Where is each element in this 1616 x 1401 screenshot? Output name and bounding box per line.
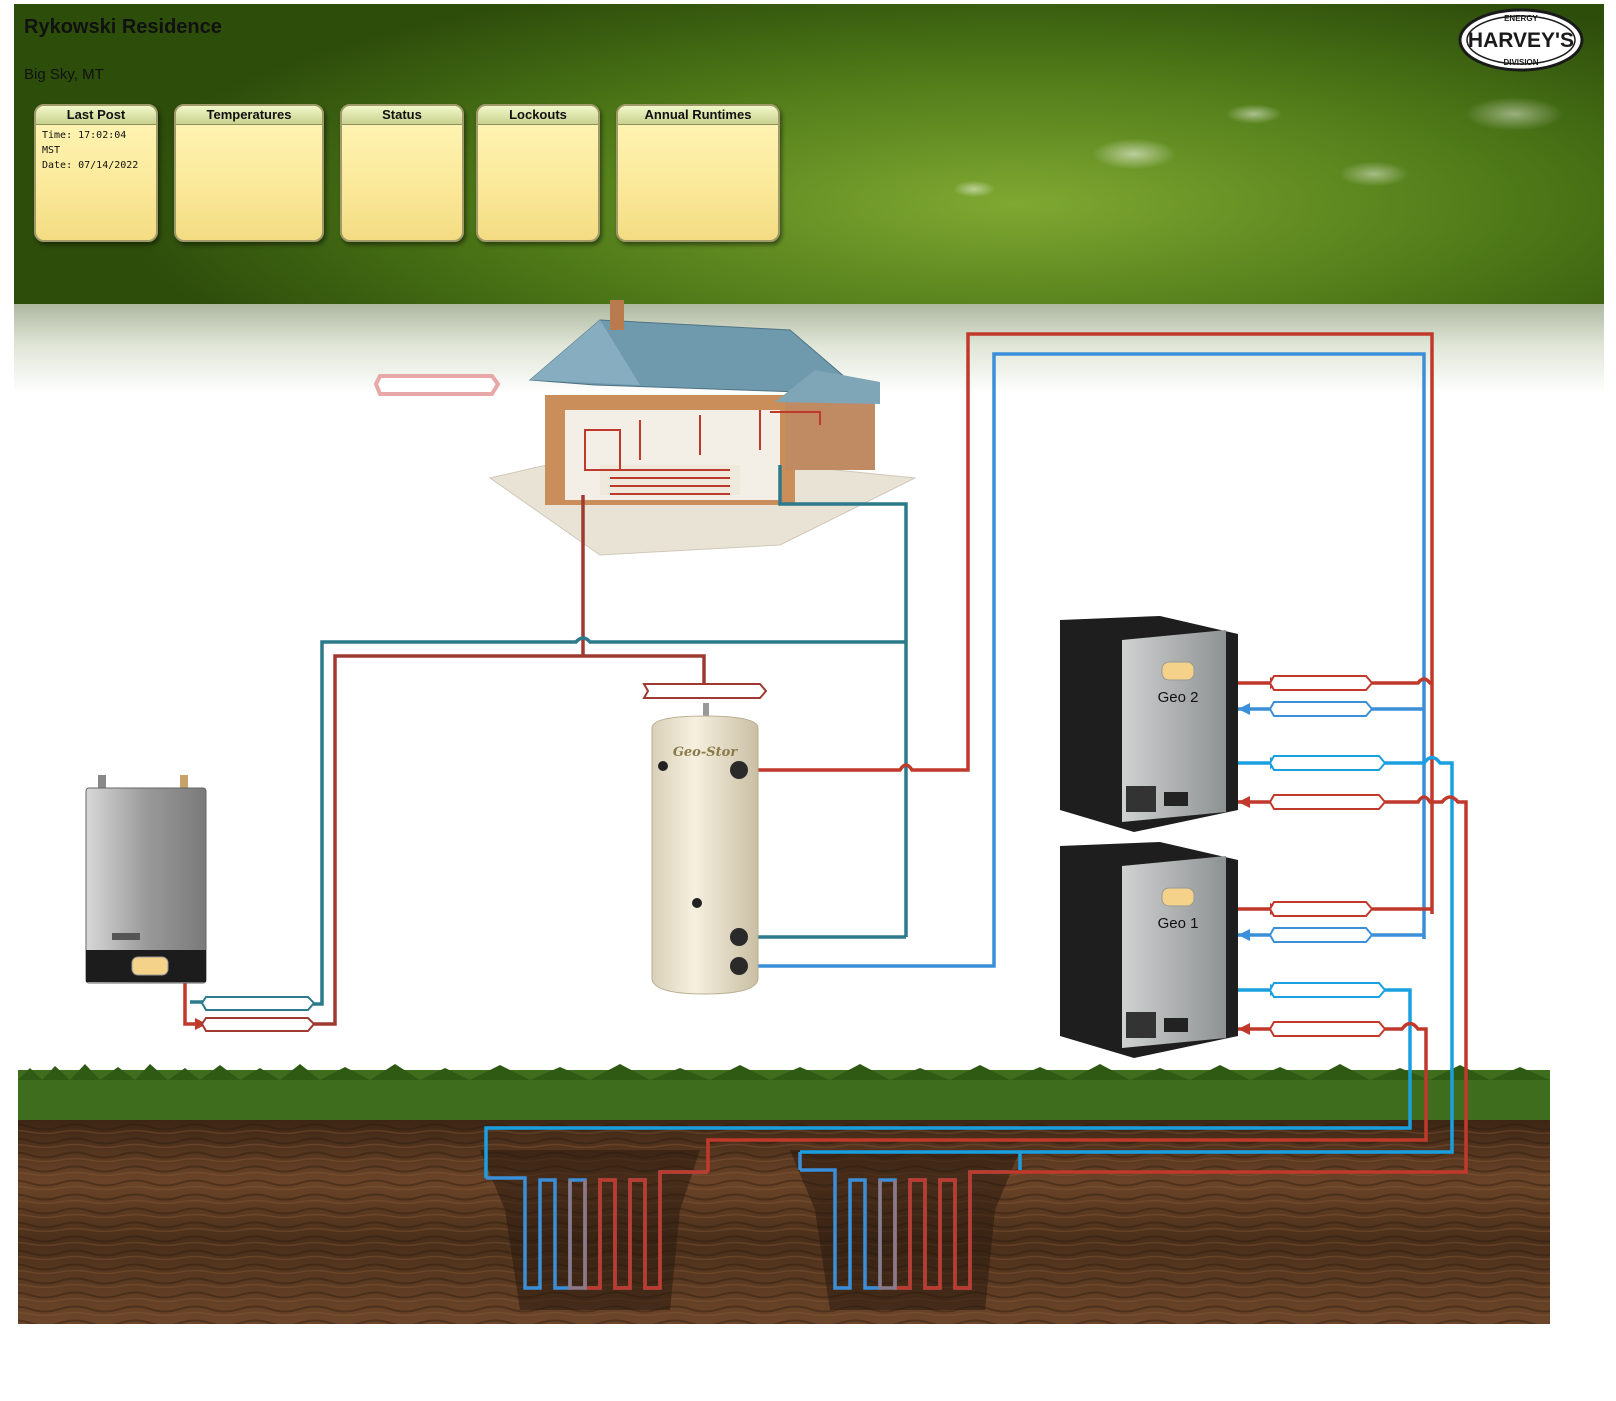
logo-bottom-text: DIVISION — [1503, 58, 1538, 67]
tank-top-sensor[interactable] — [642, 683, 768, 699]
panel-annual-runtimes[interactable]: Annual Runtimes — [616, 104, 780, 242]
storage-tank-icon[interactable]: Geo-Stor — [651, 703, 759, 995]
boiler-icon[interactable] — [85, 775, 207, 984]
last-post-time: Time: 17:02:04 MST — [42, 130, 127, 156]
panel-last-post[interactable]: Last Post Time: 17:02:04 MST Date: 07/14… — [34, 104, 158, 242]
ground — [18, 1064, 1550, 1324]
geo2-source-out-sensor[interactable] — [1268, 794, 1387, 810]
geo1-load-out-sensor[interactable] — [1268, 901, 1374, 917]
panel-lockouts[interactable]: Lockouts — [476, 104, 600, 242]
geo-2-label: Geo 2 — [1158, 689, 1199, 706]
heat-pump-geo-2[interactable]: Geo 2 — [1060, 616, 1238, 832]
panel-status[interactable]: Status — [340, 104, 464, 242]
geo2-load-in-sensor[interactable] — [1268, 701, 1374, 717]
grass-blades — [18, 1064, 1550, 1080]
last-post-date: Date: 07/14/2022 — [42, 160, 139, 171]
panel-annual-runtimes-title: Annual Runtimes — [618, 106, 778, 125]
panel-temperatures[interactable]: Temperatures — [174, 104, 324, 242]
borehole-2 — [790, 1150, 1020, 1310]
boiler-return-sensor[interactable] — [200, 996, 316, 1011]
heat-pump-geo-1[interactable]: Geo 1 — [1060, 842, 1238, 1058]
geo1-load-in-sensor[interactable] — [1268, 927, 1374, 943]
house-sensor-display[interactable] — [373, 374, 501, 396]
boiler-supply-sensor[interactable] — [200, 1017, 316, 1032]
panel-last-post-title: Last Post — [36, 106, 156, 125]
geo2-source-in-sensor[interactable] — [1268, 755, 1387, 771]
panel-lockouts-title: Lockouts — [478, 106, 598, 125]
pipe-sensors — [200, 675, 1387, 1037]
logo-top-text: ENERGY — [1504, 14, 1538, 23]
harveys-logo: ENERGY HARVEY'S DIVISION — [1458, 8, 1584, 72]
house-cutaway-icon — [488, 300, 917, 556]
site-location: Big Sky, MT — [24, 66, 104, 83]
tank-brand-label: Geo-Stor — [673, 745, 739, 760]
soil-texture — [18, 1120, 1550, 1324]
geo-1-label: Geo 1 — [1158, 915, 1199, 932]
geo1-source-out-sensor[interactable] — [1268, 1021, 1387, 1037]
logo-brand-text: HARVEY'S — [1468, 29, 1574, 52]
geo2-load-out-sensor[interactable] — [1268, 675, 1374, 691]
panel-status-title: Status — [342, 106, 462, 125]
panel-temperatures-title: Temperatures — [176, 106, 322, 125]
page-title: Rykowski Residence — [24, 16, 222, 38]
geo1-source-in-sensor[interactable] — [1268, 982, 1387, 998]
